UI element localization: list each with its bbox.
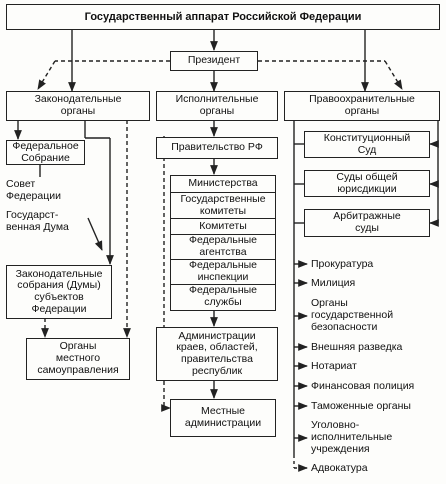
dashed-arrow-legislative: [37, 60, 56, 90]
federation-council-label: Совет Федерации: [6, 178, 61, 203]
law-body-penal: Уголовно- исполнительные учреждения: [311, 419, 393, 456]
agency-committees: Комитеты: [171, 219, 275, 235]
agencies-stack: Министерства Государственные комитеты Ко…: [170, 175, 276, 311]
law-body-customs: Таможенные органы: [311, 400, 411, 412]
arbitration-courts-box: Арбитражные суды: [304, 209, 430, 237]
agency-federal-inspections: Федеральные инспекции: [171, 260, 275, 285]
law-body-prosecutor: Прокуратура: [311, 258, 374, 270]
dashed-arrow-law-enforcement: [384, 60, 403, 90]
law-body-security: Органы государственной безопасности: [311, 297, 394, 334]
agency-federal-agencies: Федеральные агентства: [171, 235, 275, 260]
general-courts-box: Суды общей юрисдикции: [304, 170, 430, 197]
government-box: Правительство РФ: [156, 137, 278, 159]
title-box: Государственный аппарат Российской Федер…: [6, 4, 440, 30]
arrow-duma-to-regional: [87, 217, 103, 251]
local-self-government-box: Органы местного самоуправления: [26, 338, 130, 380]
law-body-notary: Нотариат: [311, 360, 357, 372]
law-body-tax-police: Финансовая полиция: [311, 380, 415, 392]
local-administrations-box: Местные администрации: [170, 399, 276, 437]
law-body-police: Милиция: [311, 277, 356, 289]
law-body-intelligence: Внешняя разведка: [311, 341, 403, 353]
regional-assemblies-box: Законодательные собрания (Думы) субъекто…: [6, 265, 112, 319]
legislative-header: Законодательные органы: [6, 91, 150, 121]
law-body-bar: Адвокатура: [311, 462, 368, 474]
agency-ministries: Министерства: [171, 176, 275, 193]
president-box: Президент: [170, 51, 258, 71]
law-enforcement-header: Правоохранительные органы: [284, 91, 440, 121]
regional-administrations-box: Администрации краев, областей, правитель…: [156, 327, 278, 381]
executive-header: Исполнительные органы: [156, 91, 278, 121]
state-duma-label: Государст- венная Дума: [6, 209, 69, 234]
constitutional-court-box: Конституционный Суд: [304, 131, 430, 158]
agency-federal-services: Федеральные службы: [188, 284, 258, 308]
agency-state-committees: Государственные комитеты: [171, 193, 275, 219]
federal-assembly-box: Федеральное Собрание: [6, 140, 85, 165]
